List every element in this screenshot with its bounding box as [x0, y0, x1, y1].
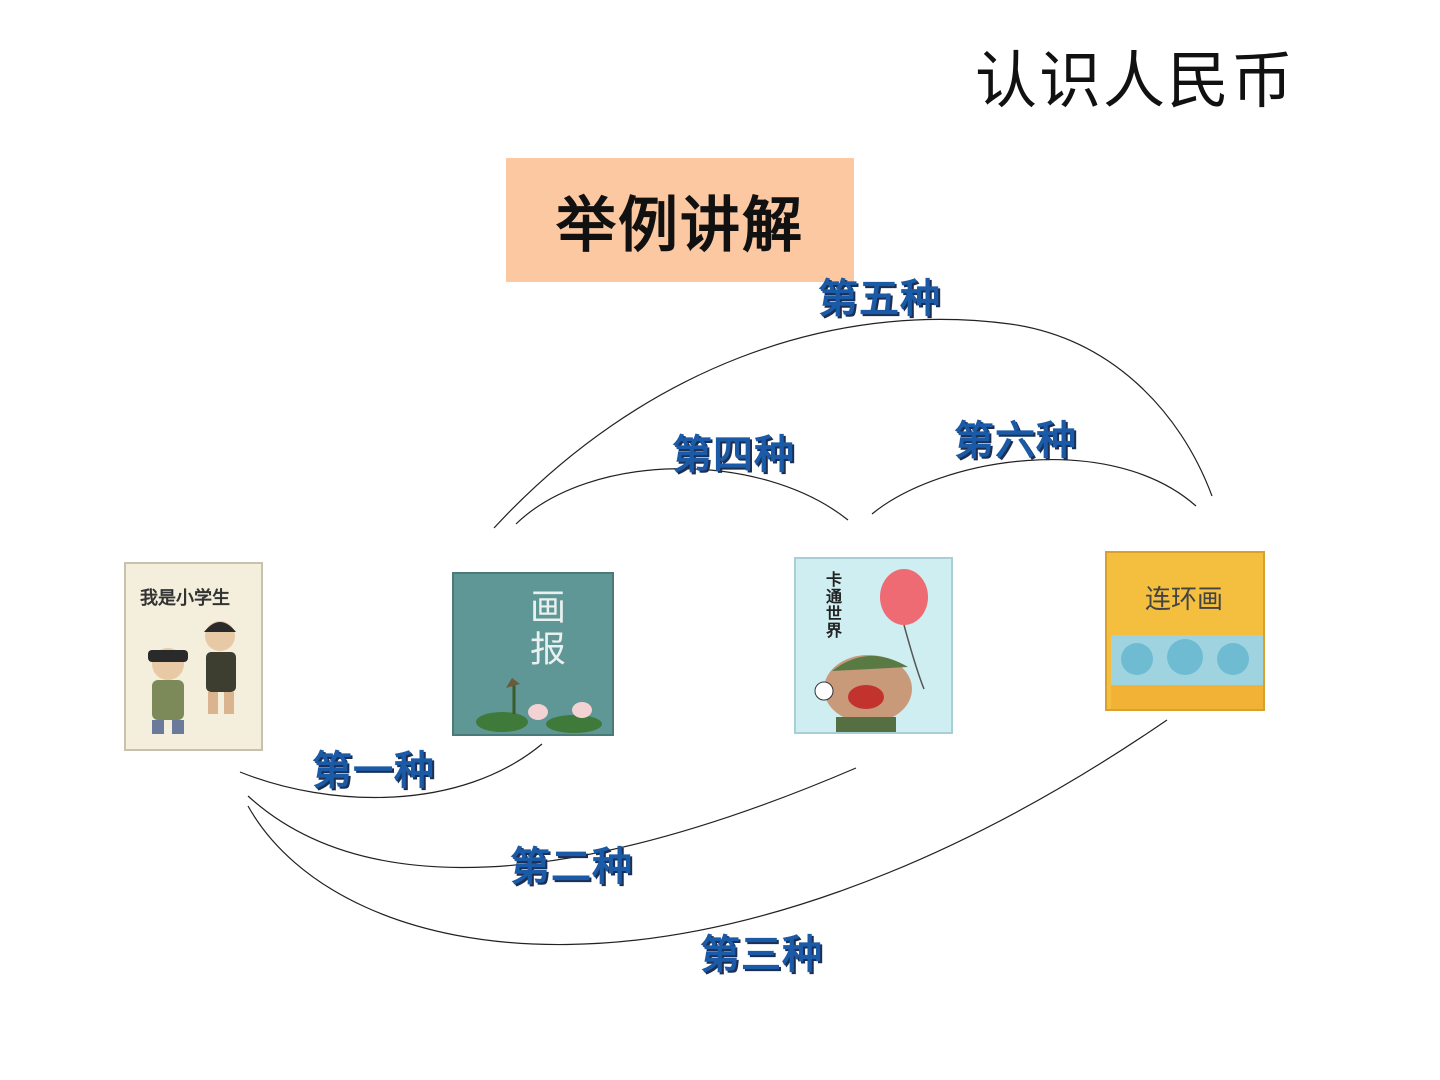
way-label-4: 第四种 [672, 432, 795, 478]
book-title: 我是小学生 [140, 588, 230, 609]
arc-way-5 [493, 318, 1213, 529]
book-hua-bao: 画报 [452, 572, 614, 736]
page-title: 认识人民币 [975, 44, 1296, 117]
way-label-1: 第一种 [312, 748, 435, 794]
section-label: 举例讲解 [556, 190, 804, 261]
way-label-5: 第五种 [818, 276, 941, 322]
lotus-illustration [476, 678, 602, 733]
comic-illustration [1111, 635, 1263, 709]
way-label-6: 第六种 [954, 418, 1077, 464]
book-title: 卡通世界 [823, 571, 842, 639]
way-label-2: 第二种 [510, 844, 633, 890]
children-illustration [148, 621, 236, 734]
arc-way-3 [247, 719, 1168, 946]
book-title: 画报 [524, 588, 565, 672]
arc-way-2 [247, 767, 857, 869]
book-wo-shi-xiao-xue-sheng: 我是小学生 [124, 562, 263, 751]
way-label-3: 第三种 [700, 932, 823, 978]
book-lian-huan-hua: 连环画 [1105, 551, 1265, 711]
arc-way-1 [239, 743, 543, 799]
book-title: 连环画 [1145, 585, 1224, 615]
section-label-box: 举例讲解 [506, 158, 854, 282]
cartoon-illustration [814, 569, 928, 732]
book-ka-tong-shi-jie: 卡通世界 [794, 557, 953, 734]
arc-way-4 [515, 468, 849, 525]
arc-way-6 [871, 459, 1197, 515]
